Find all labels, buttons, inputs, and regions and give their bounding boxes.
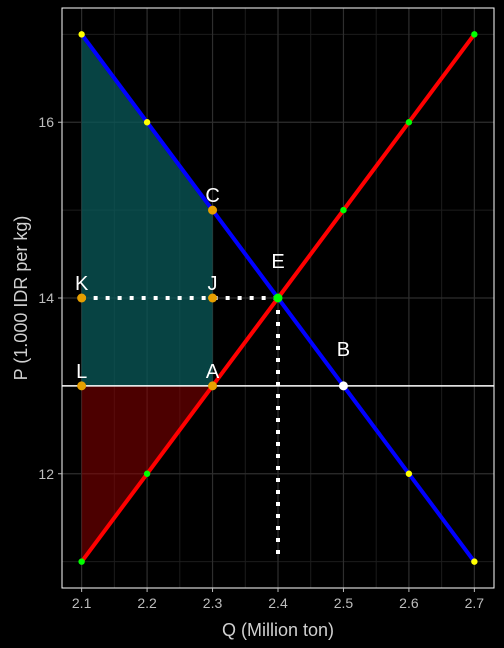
demand-point: [143, 119, 151, 126]
point-label-l: L: [76, 361, 87, 383]
y-axis-ticks: 12 14 16: [38, 114, 62, 482]
x-axis-title: Q (Million ton): [222, 620, 334, 640]
markers-layer: [77, 31, 478, 565]
x-tick-label: 2.2: [137, 595, 157, 611]
x-tick-label: 2.6: [399, 595, 419, 611]
point-label-c: C: [205, 185, 219, 207]
x-tick-label: 2.3: [203, 595, 223, 611]
supply-point: [78, 558, 85, 565]
supply-point: [471, 31, 478, 38]
point-label-b: B: [337, 339, 350, 361]
point-a: [208, 381, 218, 391]
point-e: [273, 293, 283, 303]
demand-point: [471, 558, 478, 565]
x-tick-label: 2.4: [268, 595, 288, 611]
point-label-j: J: [208, 273, 218, 295]
x-tick-label: 2.5: [334, 595, 354, 611]
x-tick-label: 2.7: [465, 595, 485, 611]
dotted-lines: [81, 296, 280, 562]
point-labels: C E K J B L A: [75, 185, 350, 383]
supply-point: [405, 119, 413, 126]
point-label-e: E: [271, 251, 284, 273]
point-b: [338, 381, 348, 391]
x-tick-label: 2.1: [72, 595, 92, 611]
y-tick-label: 12: [38, 466, 54, 482]
y-axis-title: P (1.000 IDR per kg): [11, 216, 31, 381]
demand-point: [405, 470, 413, 477]
x-axis-ticks: 2.1 2.2 2.3 2.4 2.5 2.6 2.7: [72, 588, 484, 611]
point-l: [77, 381, 87, 391]
supply-point: [340, 206, 347, 214]
y-tick-label: 16: [38, 114, 54, 130]
point-k: [77, 293, 87, 303]
point-j: [208, 293, 218, 303]
supply-point: [143, 470, 151, 477]
demand-point: [78, 31, 85, 38]
y-tick-label: 14: [38, 290, 54, 306]
point-label-k: K: [75, 273, 89, 295]
point-c: [208, 205, 218, 215]
point-label-a: A: [206, 361, 220, 383]
